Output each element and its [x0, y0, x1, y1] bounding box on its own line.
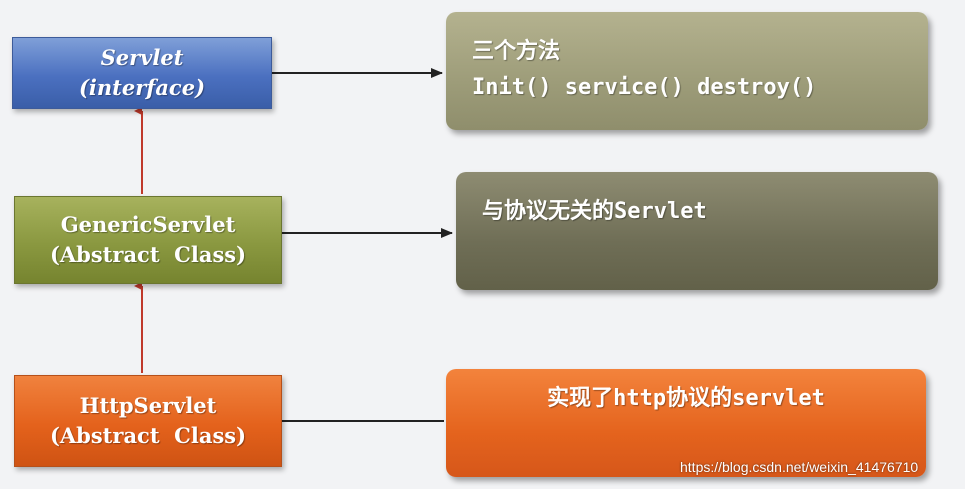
http-note-text: 实现了http协议的servlet: [547, 386, 825, 411]
generic-servlet-kind: (Abstract Class): [49, 242, 247, 267]
watermark: https://blog.csdn.net/weixin_41476710: [680, 459, 919, 475]
servlet-note-methods: Init() service() destroy(): [472, 75, 817, 100]
servlet-kind: (interface): [78, 75, 206, 100]
servlet-name: Servlet: [100, 45, 184, 70]
generic-servlet-name: GenericServlet: [60, 212, 236, 237]
http-servlet-name: HttpServlet: [79, 393, 217, 418]
http-servlet-box: HttpServlet (Abstract Class): [14, 375, 282, 467]
servlet-note-title: 三个方法: [472, 39, 561, 64]
http-servlet-note: 实现了http协议的servlet: [446, 369, 926, 477]
servlet-interface-box: Servlet (interface): [12, 37, 272, 109]
http-servlet-kind: (Abstract Class): [49, 423, 247, 448]
servlet-methods-note: 三个方法 Init() service() destroy(): [446, 12, 928, 130]
generic-note-text: 与协议无关的Servlet: [482, 199, 707, 224]
generic-servlet-box: GenericServlet (Abstract Class): [14, 196, 282, 284]
generic-servlet-note: 与协议无关的Servlet: [456, 172, 938, 290]
